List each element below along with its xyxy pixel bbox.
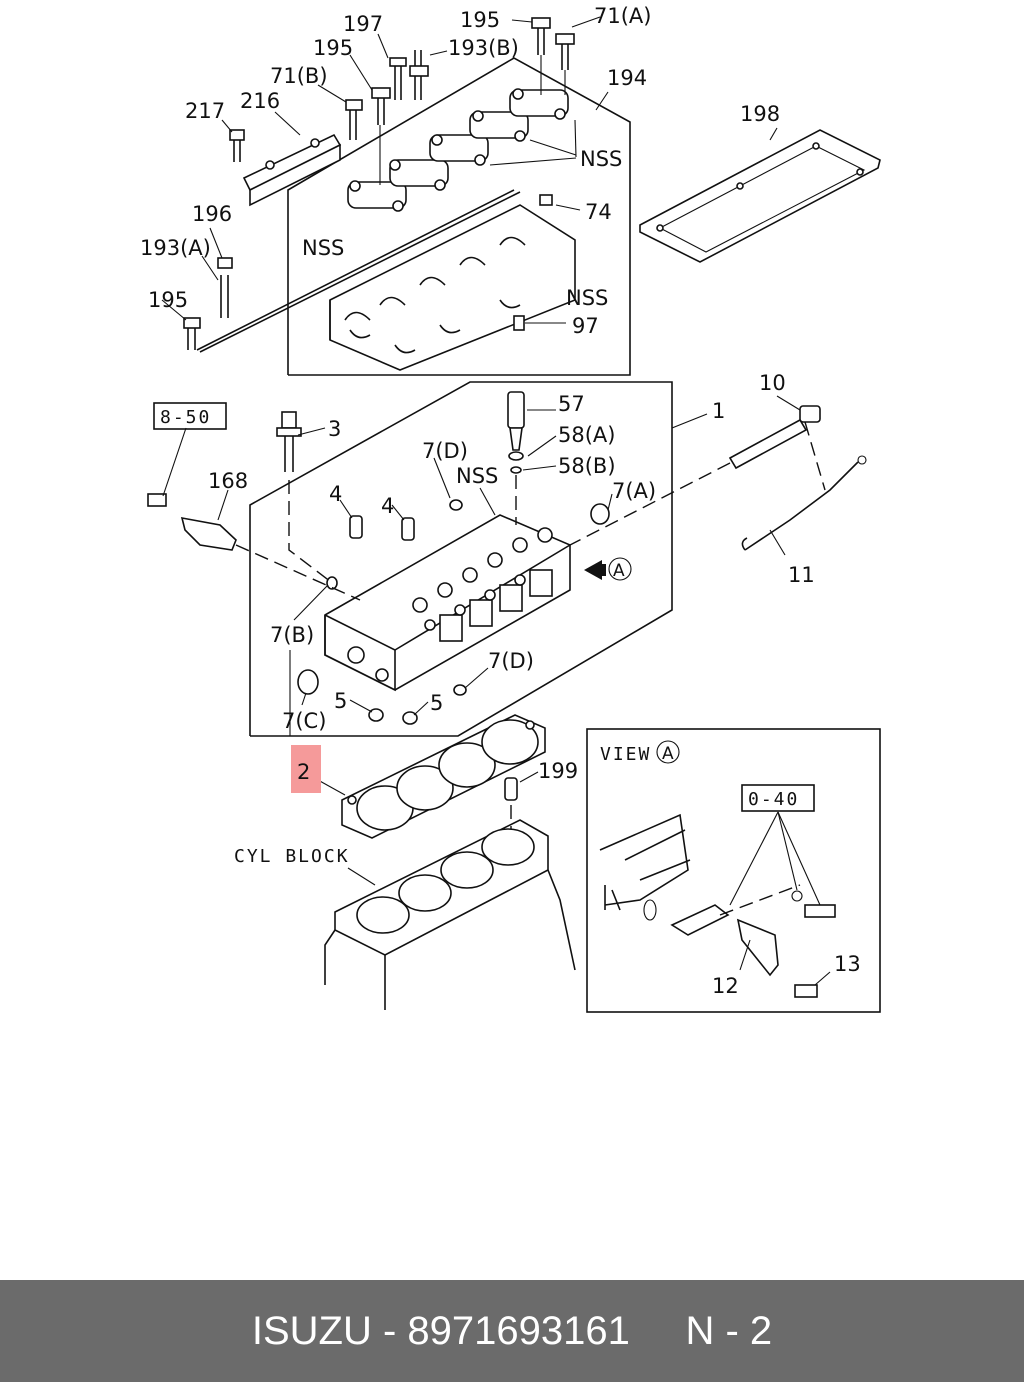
label-198: 198 <box>740 102 780 126</box>
label-nss-4: NSS <box>456 464 498 488</box>
label-193a: 193(A) <box>140 236 211 260</box>
label-7d-bottom: 7(D) <box>488 649 534 673</box>
label-0-40: 0-40 <box>748 789 799 810</box>
label-8-50: 8-50 <box>160 407 211 428</box>
label-199: 199 <box>538 759 578 783</box>
callout-labels: 197 195 71(A) 195 193(B) 194 71(B) 217 2… <box>140 4 861 998</box>
label-5-left: 5 <box>334 689 347 713</box>
label-4-right: 4 <box>381 494 394 518</box>
footer-bar: ISUZU - 8971693161 N - 2 <box>0 1280 1024 1382</box>
footer-gap <box>630 1309 686 1354</box>
label-195-mid: 195 <box>313 36 353 60</box>
label-view-arrow-a: A <box>613 561 625 581</box>
label-168: 168 <box>208 469 248 493</box>
label-7c: 7(C) <box>282 709 326 733</box>
label-cyl-block: CYL BLOCK <box>234 846 350 867</box>
cylinder-head-group <box>147 381 867 737</box>
label-58a: 58(A) <box>558 423 615 447</box>
view-a-inset <box>586 728 881 1013</box>
label-71a: 71(A) <box>594 4 651 28</box>
footer-part-number: 8971693161 <box>407 1308 630 1353</box>
label-216: 216 <box>240 89 280 113</box>
cover-gasket-198 <box>639 129 881 263</box>
label-197: 197 <box>343 12 383 36</box>
label-11: 11 <box>788 563 815 587</box>
label-nss-1: NSS <box>580 147 622 171</box>
label-71b: 71(B) <box>270 64 328 88</box>
label-194: 194 <box>607 66 647 90</box>
footer-brand: ISUZU <box>251 1308 372 1353</box>
highlight-box <box>291 745 321 793</box>
label-4-left: 4 <box>329 482 342 506</box>
label-7d-top: 7(D) <box>422 439 468 463</box>
label-7b: 7(B) <box>270 623 314 647</box>
label-12: 12 <box>712 974 739 998</box>
camshaft-bracket-group <box>161 16 778 376</box>
label-nss-3: NSS <box>566 286 608 310</box>
label-196: 196 <box>192 202 232 226</box>
label-10: 10 <box>759 371 786 395</box>
parts-diagram: 197 195 71(A) 195 193(B) 194 71(B) 217 2… <box>140 4 881 1013</box>
label-2: 2 <box>297 760 310 784</box>
label-74: 74 <box>585 200 612 224</box>
label-nss-2: NSS <box>302 236 344 260</box>
label-view-circle-a: A <box>662 744 674 764</box>
label-217: 217 <box>185 99 225 123</box>
head-gasket-2 <box>317 714 546 839</box>
footer-page: N - 2 <box>685 1308 773 1353</box>
label-13: 13 <box>834 952 861 976</box>
label-195-top: 195 <box>460 8 500 32</box>
label-57: 57 <box>558 392 585 416</box>
footer-separator: - <box>371 1308 408 1353</box>
cylinder-block <box>324 819 576 1010</box>
label-3: 3 <box>328 417 341 441</box>
label-97: 97 <box>572 314 599 338</box>
label-193b: 193(B) <box>448 36 519 60</box>
label-7a: 7(A) <box>612 479 656 503</box>
label-1: 1 <box>712 399 725 423</box>
label-view: VIEW <box>600 744 651 765</box>
label-58b: 58(B) <box>558 454 616 478</box>
label-195-left: 195 <box>148 288 188 312</box>
label-5-right: 5 <box>430 691 443 715</box>
